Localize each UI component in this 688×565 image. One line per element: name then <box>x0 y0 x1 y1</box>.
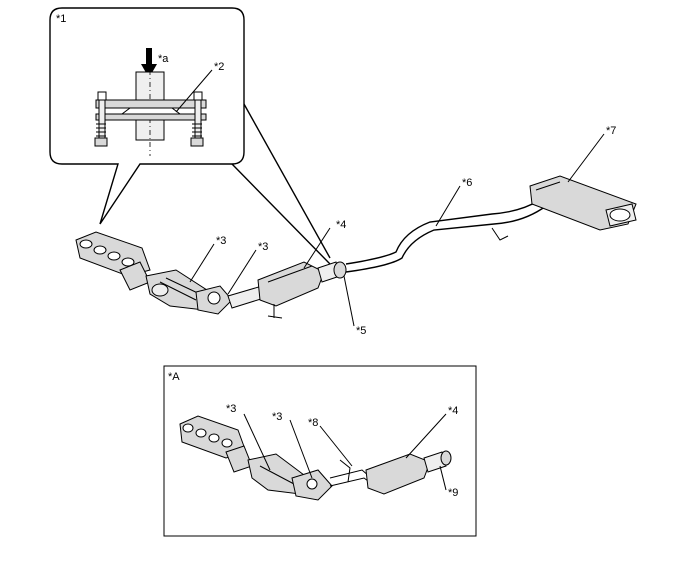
upper-flange <box>95 99 207 109</box>
leader-joint <box>343 275 355 327</box>
inset-leader-conv-right <box>289 419 313 479</box>
right-bolt <box>190 91 204 147</box>
detail-callout <box>49 7 331 265</box>
leader-conv-right <box>227 249 257 295</box>
inset-title: *A <box>168 371 180 383</box>
label-joint: *5 <box>356 325 366 337</box>
inset-label-conv-left: *3 <box>226 403 236 415</box>
label-front-pipe: *4 <box>336 219 346 231</box>
inset-leader-joint <box>439 465 447 491</box>
label-gasket: *2 <box>214 61 224 73</box>
inset-label-conv-right: *3 <box>272 411 282 423</box>
inset-leader-conv-left <box>243 413 271 471</box>
leader-muffler <box>567 133 605 183</box>
label-muffler: *7 <box>606 125 616 137</box>
label-center-pipe: *6 <box>462 177 472 189</box>
arrow-down-icon <box>141 48 157 78</box>
center-pipe <box>333 199 547 279</box>
label-detail: *1 <box>56 13 66 25</box>
front-pipe-assembly <box>227 261 341 319</box>
leader-front-pipe <box>303 227 331 269</box>
inset-converter-right <box>291 469 333 501</box>
callout-leader-upper <box>243 103 331 259</box>
lower-flange <box>95 113 207 121</box>
gasket-shape <box>120 107 182 115</box>
leader-center-pipe <box>435 185 461 227</box>
catalytic-converter-right <box>195 285 233 315</box>
label-conv-right: *3 <box>258 241 268 253</box>
inset-label-joint: *9 <box>448 487 458 499</box>
inset-label-front-pipe: *4 <box>448 405 458 417</box>
callout-leader-lower <box>231 163 331 265</box>
inset-front-pipe <box>365 450 452 495</box>
inset-leader-front-pipe <box>405 413 447 459</box>
left-bolt <box>94 91 108 147</box>
gasket-leader <box>175 69 213 113</box>
inset-frame <box>163 365 477 537</box>
exhaust-manifold <box>75 231 151 291</box>
inset-leader-sensor <box>319 425 353 467</box>
label-conv-left: *3 <box>216 235 226 247</box>
leader-conv-left <box>189 243 215 283</box>
muffler <box>529 175 637 231</box>
label-arrow: *a <box>158 53 169 65</box>
inset-manifold <box>179 415 253 473</box>
inset-label-sensor: *8 <box>308 417 318 429</box>
